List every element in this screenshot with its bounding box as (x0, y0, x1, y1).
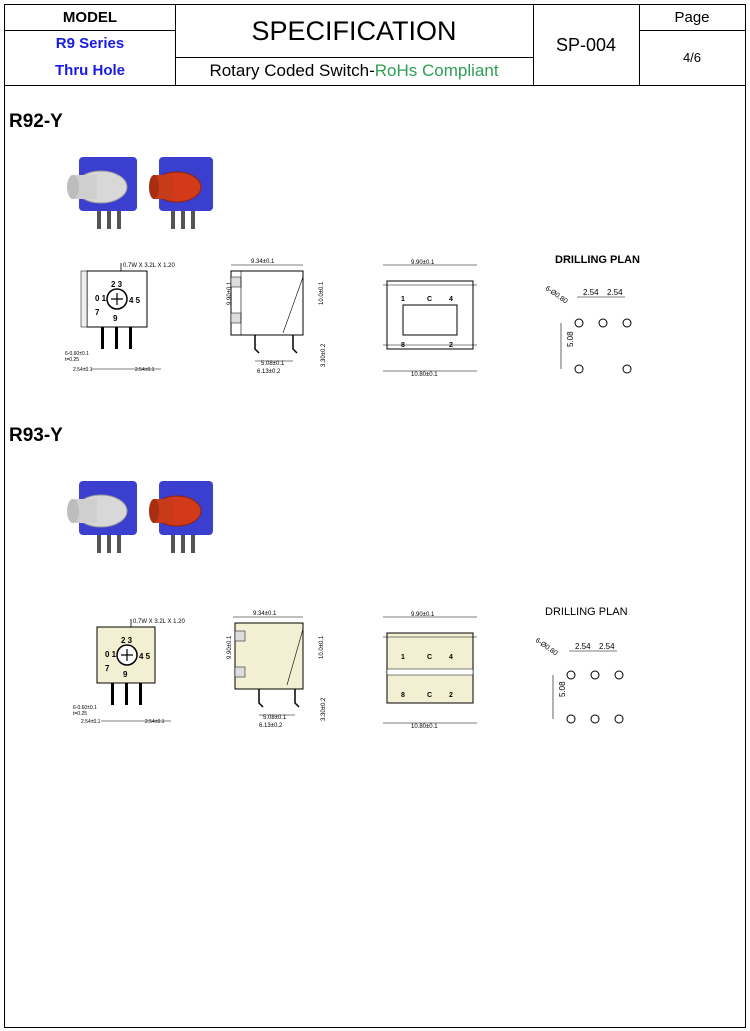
doc-subtitle: Rotary Coded Switch-RoHs Compliant (175, 57, 533, 84)
r92-top-view: 9.90±0.1 1 C 4 8 2 10.80±0.1 (383, 260, 477, 378)
series-name: R9 Series (55, 35, 125, 52)
drawing-label: 9.90±0.1 (227, 281, 233, 305)
drawing-label: 4 5 (129, 296, 141, 305)
drawing-label: 5.08 (558, 681, 567, 697)
drawing-label: DRILLING PLAN (545, 606, 628, 618)
drawing-label: t=0.25 (73, 711, 87, 717)
drawing-label: 5.08 (566, 331, 575, 347)
drawing-label: 6-Ø0.80 (534, 637, 559, 657)
r92-front-view: 0.7W X 3.2L X 1.20 0 1 2 3 4 5 7 9 6-0.6… (65, 263, 175, 373)
drawing-label: 9 (113, 314, 118, 323)
drawing-label: 7 (95, 308, 100, 317)
r92-drilling-plan: DRILLING PLAN 6-Ø0.80 2.54 2.54 5.08 (544, 254, 640, 374)
drawing-label: 8 (401, 342, 405, 349)
drawing-label: C (427, 692, 432, 699)
drawing-label: 6.13±0.2 (259, 723, 283, 729)
r93-top-view: 9.90±0.1 1 C 4 8 C 2 10.80±0.1 (383, 612, 477, 730)
drawing-label: 9.90±0.1 (411, 612, 435, 618)
doc-title: SPECIFICATION (251, 15, 457, 46)
drawing-label: C (427, 654, 432, 661)
section-title-r93: R93-Y (9, 425, 63, 446)
drawing-label: 9 (123, 670, 128, 679)
drawing-label: 9.90±0.1 (227, 635, 233, 659)
drawing-label: 2.54 (583, 288, 599, 297)
page-label: Page (674, 9, 710, 26)
drawing-label: 10.0±0.1 (319, 635, 325, 659)
r93-drilling-plan: DRILLING PLAN 6-Ø0.80 2.54 2.54 5.08 (534, 606, 628, 724)
drawing-label: 9.34±0.1 (251, 259, 275, 265)
drawing-label: 7 (105, 664, 110, 673)
drawing-label: 4 5 (139, 652, 151, 661)
drawing-label: 5.08±0.1 (263, 715, 287, 721)
doc-number: SP-004 (555, 34, 617, 55)
r92-side-view: 9.34±0.1 9.90±0.1 10.0±0.1 5.08±0.1 6.13… (227, 259, 327, 375)
drawing-label: t=0.25 (65, 357, 79, 363)
drawing-label: 5.08±0.1 (261, 361, 285, 367)
drawing-label: 1 (401, 654, 405, 661)
drawing-label: 2 3 (121, 636, 133, 645)
r93-product-photo (67, 481, 213, 553)
drawing-label: 2 3 (111, 280, 123, 289)
drawing-label: 3.30±0.2 (321, 343, 327, 367)
drawing-label: 2.54 (607, 288, 623, 297)
drawing-label: 2 (449, 342, 453, 349)
r92-product-photo (67, 157, 213, 229)
drawing-label: 2.54±0.1 (81, 719, 101, 725)
drawing-label: 0.7W X 3.2L X 1.20 (123, 263, 175, 269)
drawing-label: 4 (449, 296, 453, 303)
drawing-label: 2 (449, 692, 453, 699)
drawing-label: 3.30±0.2 (321, 697, 327, 721)
subtitle-rohs: RoHs Compliant (374, 60, 499, 80)
drawing-label: 4 (449, 654, 453, 661)
drawing-label: 0.7W X 3.2L X 1.20 (133, 619, 185, 625)
header-block: MODEL R9 Series Thru Hole SPECIFICATION … (5, 5, 745, 86)
drawing-label: 2.54 (575, 642, 591, 651)
drawing-label: DRILLING PLAN (555, 254, 640, 266)
drawing-label: 6-0.60±0.1 (65, 351, 89, 357)
subtitle-main: Rotary Coded Switch- (209, 60, 375, 80)
drawing-label: C (427, 296, 432, 303)
drawing-label: 2.54±0.1 (135, 367, 155, 373)
drawing-label: 10.0±0.1 (319, 281, 325, 305)
r93-front-view: 0.7W X 3.2L X 1.20 0 1 2 3 4 5 7 9 6-0.6… (73, 619, 185, 725)
page-value: 4/6 (682, 50, 702, 65)
drawing-label: 9.90±0.1 (411, 260, 435, 266)
drawing-label: 2.54±0.1 (73, 367, 93, 373)
drawing-label: 6-0.60±0.1 (73, 705, 97, 711)
drawing-label: 2.54 (599, 642, 615, 651)
drawing-label: 2.54±0.1 (145, 719, 165, 725)
drawing-label: 0 1 (95, 294, 107, 303)
model-label: MODEL (62, 9, 118, 26)
r93-side-view: 9.34±0.1 9.90±0.1 10.0±0.1 5.08±0.1 6.13… (227, 611, 327, 729)
drawing-label: 0 1 (105, 650, 117, 659)
spec-sheet: MODEL R9 Series Thru Hole SPECIFICATION … (4, 4, 746, 1028)
mount-type: Thru Hole (55, 62, 125, 79)
drawing-label: 6-Ø0.80 (544, 285, 569, 305)
drawing-label: 10.80±0.1 (411, 724, 438, 730)
section-title-r92: R92-Y (9, 111, 63, 132)
drawing-label: 10.80±0.1 (411, 372, 438, 378)
drawing-label: 8 (401, 692, 405, 699)
drawing-label: 1 (401, 296, 405, 303)
drawing-label: 9.34±0.1 (253, 611, 277, 617)
drawing-label: 6.13±0.2 (257, 369, 281, 375)
